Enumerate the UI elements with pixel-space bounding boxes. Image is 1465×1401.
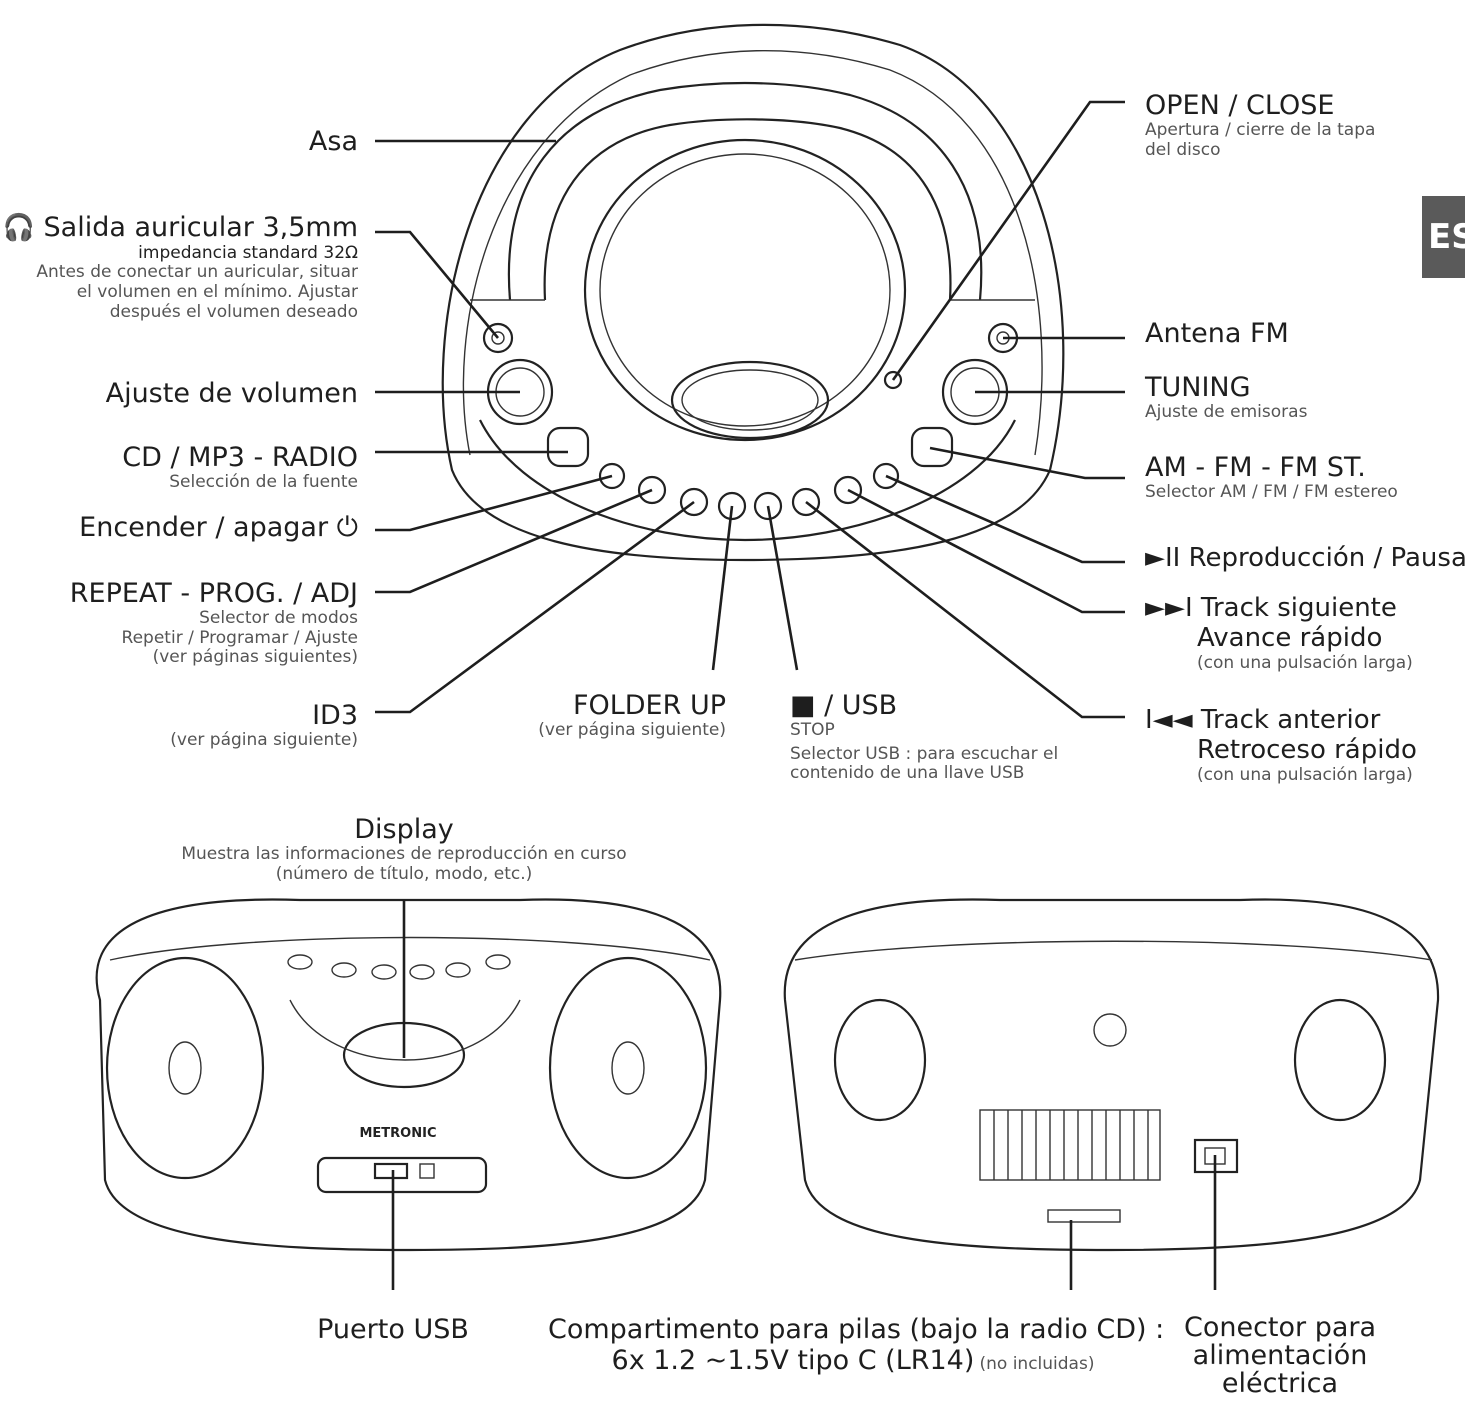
band-switch bbox=[910, 426, 954, 468]
label-tuning: TUNING Ajuste de emisoras bbox=[1145, 372, 1307, 423]
power-icon: ⏻ bbox=[336, 512, 358, 543]
label-repeat: REPEAT - PROG. / ADJ Selector de modos R… bbox=[70, 578, 358, 668]
repeat-title: REPEAT - PROG. / ADJ bbox=[69, 578, 358, 609]
battery-grill bbox=[979, 1109, 1161, 1181]
display-window bbox=[670, 360, 830, 440]
headphone-line: el volumen en el mínimo. Ajustar bbox=[76, 281, 358, 302]
usb-port bbox=[373, 1162, 409, 1180]
label-power: Encender / apagar ⏻ bbox=[79, 512, 358, 543]
label-usb-port: Puerto USB bbox=[317, 1314, 469, 1345]
prev-line2: Retroceso rápido bbox=[1197, 734, 1417, 765]
back-view-device bbox=[783, 898, 1440, 1252]
cd-lid bbox=[583, 138, 907, 442]
label-power-connector: Conector para alimentación eléctrica bbox=[1160, 1314, 1400, 1397]
label-headphone: 🎧 Salida auricular 3,5mm impedancia stan… bbox=[3, 212, 358, 322]
id3-sub: (ver página siguiente) bbox=[170, 730, 358, 751]
power-conn-line: alimentación bbox=[1192, 1339, 1368, 1371]
usb-panel bbox=[316, 1156, 488, 1194]
open-close-line: del disco bbox=[1145, 139, 1221, 160]
leader-lines bbox=[375, 100, 1217, 1290]
next-title: ►►I Track siguiente bbox=[1145, 593, 1397, 623]
repeat-line: (ver páginas siguientes) bbox=[152, 647, 358, 668]
source-switch bbox=[546, 426, 590, 468]
power-conn-line: Conector para bbox=[1183, 1312, 1377, 1343]
open-close-line: Apertura / cierre de la tapa bbox=[1145, 120, 1376, 141]
label-open-close: OPEN / CLOSE Apertura / cierre de la tap… bbox=[1145, 90, 1375, 160]
label-prev: I◄◄ Track anterior Retroceso rápido (con… bbox=[1145, 705, 1417, 785]
band-title: AM - FM - FM ST. bbox=[1145, 452, 1366, 483]
left-speaker bbox=[105, 956, 265, 1180]
language-tab: ES bbox=[1422, 196, 1465, 278]
label-folder-up: FOLDER UP (ver página siguiente) bbox=[538, 690, 726, 741]
label-antenna: Antena FM bbox=[1145, 318, 1289, 349]
next-sub: (con una pulsación larga) bbox=[1197, 652, 1413, 673]
label-band: AM - FM - FM ST. Selector AM / FM / FM e… bbox=[1145, 452, 1398, 503]
display-title: Display bbox=[354, 814, 454, 845]
label-handle: Asa bbox=[308, 126, 358, 157]
id3-title: ID3 bbox=[312, 700, 358, 731]
headphone-line: impedancia standard 32Ω bbox=[138, 242, 358, 263]
prev-sub: (con una pulsación larga) bbox=[1197, 764, 1413, 785]
brand-label: METRONIC bbox=[359, 1126, 436, 1141]
label-battery: Compartimento para pilas (bajo la radio … bbox=[548, 1314, 1165, 1377]
label-play-pause: ►II Reproducción / Pausa bbox=[1145, 543, 1465, 573]
headphone-line: Antes de conectar un auricular, situar bbox=[36, 262, 358, 283]
label-next: ►►I Track siguiente Avance rápido (con u… bbox=[1145, 593, 1413, 673]
power-text: Encender / apagar bbox=[79, 512, 329, 543]
stop-line: contenido de una llave USB bbox=[790, 763, 1025, 784]
headphone-icon: 🎧 bbox=[2, 213, 35, 243]
prev-title: I◄◄ Track anterior bbox=[1145, 705, 1381, 735]
tuning-sub: Ajuste de emisoras bbox=[1145, 402, 1308, 423]
battery-latch bbox=[1047, 1209, 1121, 1223]
open-close-title: OPEN / CLOSE bbox=[1145, 90, 1335, 121]
source-title: CD / MP3 - RADIO bbox=[122, 442, 358, 473]
label-stop-usb: ■ / USB STOP Selector USB : para escucha… bbox=[790, 690, 1058, 784]
repeat-line: Repetir / Programar / Ajuste bbox=[121, 627, 358, 648]
headphone-line: después el volumen deseado bbox=[109, 301, 358, 322]
stop-line: STOP bbox=[790, 720, 835, 741]
repeat-line: Selector de modos bbox=[199, 608, 358, 629]
source-sub: Selección de la fuente bbox=[169, 472, 358, 493]
display-line: (número de título, modo, etc.) bbox=[275, 863, 533, 884]
label-display: Display Muestra las informaciones de rep… bbox=[104, 814, 704, 884]
right-speaker bbox=[548, 956, 708, 1180]
band-sub: Selector AM / FM / FM estereo bbox=[1145, 482, 1398, 503]
stop-line: Selector USB : para escuchar el bbox=[790, 743, 1059, 764]
battery-title: Compartimento para pilas (bajo la radio … bbox=[548, 1314, 1165, 1345]
headphone-title: Salida auricular 3,5mm bbox=[43, 212, 358, 243]
label-volume: Ajuste de volumen bbox=[105, 378, 358, 409]
display-line: Muestra las informaciones de reproducció… bbox=[181, 844, 627, 865]
battery-note: (no incluidas) bbox=[979, 1354, 1095, 1375]
label-id3: ID3 (ver página siguiente) bbox=[170, 700, 358, 751]
front-view-device: METRONIC bbox=[95, 898, 722, 1252]
tuning-title: TUNING bbox=[1145, 372, 1251, 403]
stop-title: ■ / USB bbox=[790, 690, 898, 721]
power-conn-line: eléctrica bbox=[1221, 1367, 1339, 1399]
folder-sub: (ver página siguiente) bbox=[538, 720, 726, 741]
next-line2: Avance rápido bbox=[1197, 622, 1383, 653]
top-view-device bbox=[441, 23, 1065, 562]
label-source: CD / MP3 - RADIO Selección de la fuente bbox=[122, 442, 358, 493]
battery-spec: 6x 1.2 ~1.5V tipo C (LR14) bbox=[611, 1345, 975, 1377]
folder-title: FOLDER UP bbox=[572, 690, 726, 721]
